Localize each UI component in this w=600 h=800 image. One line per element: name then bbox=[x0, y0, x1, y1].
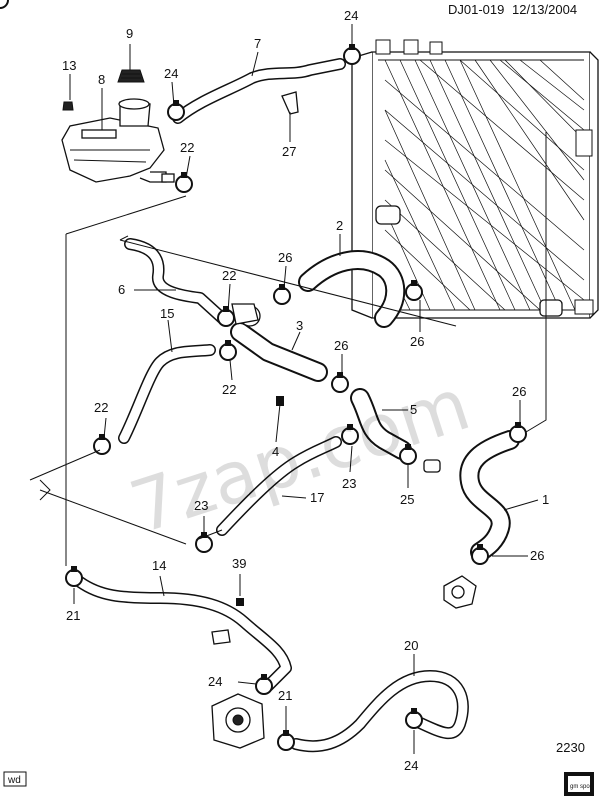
corner-tag: wd bbox=[3, 771, 27, 787]
bracket bbox=[281, 91, 299, 115]
hose-6 bbox=[124, 238, 228, 324]
clamp-12 bbox=[175, 171, 193, 193]
callout-labels: 9 8 13 24 22 7 24 27 2 26 22 6 3 15 22 2… bbox=[62, 8, 549, 773]
diagram-id: DJ01-019 bbox=[448, 2, 504, 17]
callout-24: 24 bbox=[404, 758, 418, 773]
hose-20 bbox=[290, 670, 469, 753]
clamp-24-tank bbox=[167, 99, 185, 121]
callout-26: 26 bbox=[512, 384, 526, 399]
callout-8: 8 bbox=[98, 72, 105, 87]
radiator bbox=[351, 39, 599, 319]
fitting-39 bbox=[211, 598, 244, 645]
hose-1 bbox=[459, 430, 520, 562]
callout-22: 22 bbox=[222, 268, 236, 283]
callout-20: 20 bbox=[404, 638, 418, 653]
diagram-date: 12/13/2004 bbox=[512, 2, 577, 17]
hose-5 bbox=[350, 388, 412, 460]
clamp-22-lower bbox=[219, 339, 237, 361]
callout-9: 9 bbox=[126, 26, 133, 41]
callout-39: 39 bbox=[232, 556, 246, 571]
hose-7 bbox=[172, 58, 346, 124]
callout-3: 3 bbox=[296, 318, 303, 333]
callout-17: 17 bbox=[310, 490, 324, 505]
screw-fastener bbox=[62, 101, 74, 111]
callout-24: 24 bbox=[164, 66, 178, 81]
callout-23: 23 bbox=[342, 476, 356, 491]
callout-6: 6 bbox=[118, 282, 125, 297]
hose-17 bbox=[216, 436, 342, 536]
callout-23: 23 bbox=[194, 498, 208, 513]
clamp-24-bottom bbox=[405, 707, 423, 729]
coolant-reservoir bbox=[61, 98, 175, 183]
hose-14 bbox=[74, 576, 292, 692]
leader-lines bbox=[69, 24, 539, 754]
hose-15 bbox=[118, 344, 216, 444]
callout-26: 26 bbox=[530, 548, 544, 563]
callout-22: 22 bbox=[180, 140, 194, 155]
fitting-bleeder bbox=[423, 459, 441, 473]
callout-14: 14 bbox=[152, 558, 166, 573]
throttle-body bbox=[211, 693, 265, 749]
clamp-21-lower bbox=[277, 729, 295, 751]
clamp-26-upper bbox=[273, 283, 291, 305]
clamp-set bbox=[0, 0, 9, 9]
logo-text: gm spo bbox=[570, 784, 590, 790]
callout-26: 26 bbox=[278, 250, 292, 265]
callout-26: 26 bbox=[334, 338, 348, 353]
callout-22: 22 bbox=[94, 400, 108, 415]
callout-24: 24 bbox=[208, 674, 222, 689]
callout-25: 25 bbox=[400, 492, 414, 507]
routing-lines bbox=[29, 132, 547, 566]
callout-13: 13 bbox=[62, 58, 76, 73]
pipe-3 bbox=[230, 303, 328, 382]
clamp-26-mid bbox=[331, 371, 349, 393]
callout-1: 1 bbox=[542, 492, 549, 507]
callout-22: 22 bbox=[222, 382, 236, 397]
callout-26: 26 bbox=[410, 334, 424, 349]
callout-21: 21 bbox=[278, 688, 292, 703]
clamp-21-left bbox=[65, 565, 83, 587]
callout-2: 2 bbox=[336, 218, 343, 233]
page-code: 2230 bbox=[556, 740, 585, 755]
clamp-26-right bbox=[509, 421, 527, 443]
callout-27: 27 bbox=[282, 144, 296, 159]
callout-5: 5 bbox=[410, 402, 417, 417]
watermark: 7zap.com bbox=[120, 362, 479, 550]
callout-15: 15 bbox=[160, 306, 174, 321]
callout-7: 7 bbox=[254, 36, 261, 51]
gm-spo-logo: gm spo bbox=[564, 772, 594, 796]
reservoir-cap bbox=[117, 69, 145, 83]
callout-21: 21 bbox=[66, 608, 80, 623]
hose-2 bbox=[298, 250, 406, 328]
callout-4: 4 bbox=[272, 444, 279, 459]
bolt-4 bbox=[276, 396, 284, 406]
callout-24: 24 bbox=[344, 8, 358, 23]
corner-tag-text: wd bbox=[7, 775, 21, 786]
thermostat-housing bbox=[443, 575, 477, 609]
